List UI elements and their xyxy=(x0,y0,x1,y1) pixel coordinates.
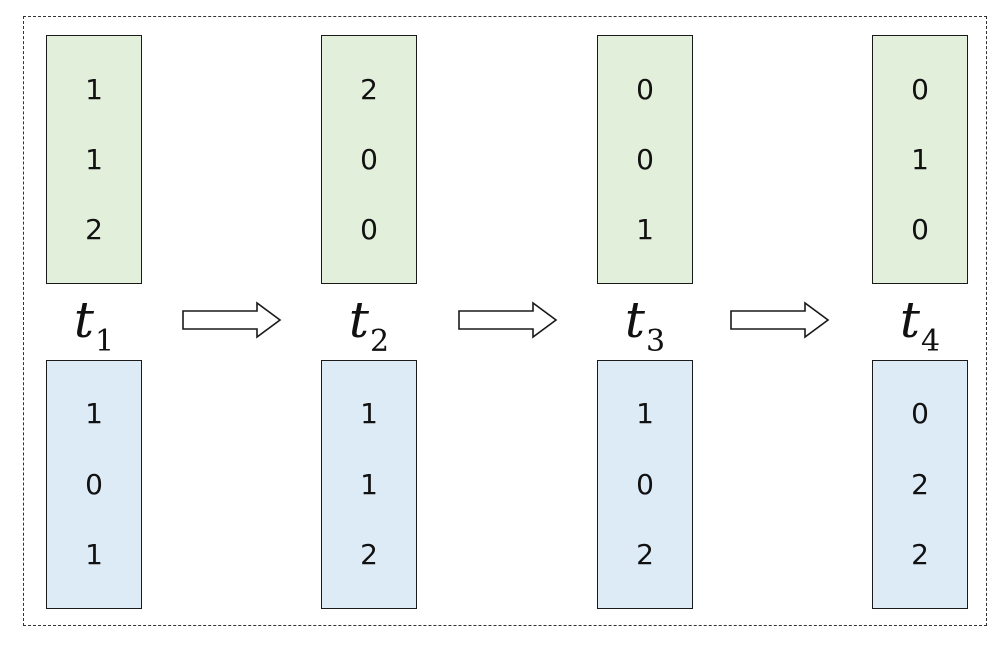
vector-cell: 2 xyxy=(911,538,929,571)
vector-cell: 0 xyxy=(636,468,654,501)
right-arrow-icon xyxy=(730,301,830,339)
time-label: t4 xyxy=(872,290,968,359)
time-label: t1 xyxy=(46,290,142,359)
vector-cell: 0 xyxy=(85,468,103,501)
top-vector-box: 0 0 1 xyxy=(597,35,693,284)
vector-cell: 0 xyxy=(360,143,378,176)
time-symbol: t xyxy=(899,291,920,349)
bottom-vector-box: 1 0 1 xyxy=(46,360,142,609)
dashed-frame xyxy=(23,16,987,626)
vector-cell: 0 xyxy=(636,143,654,176)
step-column-4: 0 1 0 t4 0 2 2 xyxy=(872,0,968,648)
time-subscript: 3 xyxy=(646,324,666,359)
bottom-vector-box: 1 1 2 xyxy=(321,360,417,609)
vector-cell: 1 xyxy=(85,538,103,571)
vector-cell: 2 xyxy=(85,213,103,246)
vector-cell: 2 xyxy=(911,468,929,501)
bottom-vector-box: 1 0 2 xyxy=(597,360,693,609)
time-subscript: 4 xyxy=(921,324,941,359)
right-arrow-icon xyxy=(458,301,558,339)
vector-cell: 0 xyxy=(911,213,929,246)
vector-cell: 2 xyxy=(360,73,378,106)
time-label: t3 xyxy=(597,290,693,359)
vector-cell: 0 xyxy=(636,73,654,106)
vector-cell: 1 xyxy=(360,397,378,430)
vector-cell: 0 xyxy=(911,73,929,106)
step-column-1: 1 1 2 t1 1 0 1 xyxy=(46,0,142,648)
vector-cell: 2 xyxy=(360,538,378,571)
vector-cell: 1 xyxy=(85,73,103,106)
top-vector-box: 0 1 0 xyxy=(872,35,968,284)
top-vector-box: 2 0 0 xyxy=(321,35,417,284)
vector-cell: 1 xyxy=(911,143,929,176)
time-symbol: t xyxy=(73,291,94,349)
time-symbol: t xyxy=(624,291,645,349)
vector-cell: 1 xyxy=(636,397,654,430)
vector-cell: 1 xyxy=(360,468,378,501)
vector-cell: 0 xyxy=(360,213,378,246)
time-label: t2 xyxy=(321,290,417,359)
vector-cell: 1 xyxy=(636,213,654,246)
vector-cell: 1 xyxy=(85,397,103,430)
step-column-2: 2 0 0 t2 1 1 2 xyxy=(321,0,417,648)
time-subscript: 2 xyxy=(370,324,390,359)
vector-cell: 2 xyxy=(636,538,654,571)
vector-cell: 1 xyxy=(85,143,103,176)
bottom-vector-box: 0 2 2 xyxy=(872,360,968,609)
step-column-3: 0 0 1 t3 1 0 2 xyxy=(597,0,693,648)
time-subscript: 1 xyxy=(95,324,115,359)
top-vector-box: 1 1 2 xyxy=(46,35,142,284)
vector-cell: 0 xyxy=(911,397,929,430)
time-symbol: t xyxy=(348,291,369,349)
right-arrow-icon xyxy=(182,301,282,339)
